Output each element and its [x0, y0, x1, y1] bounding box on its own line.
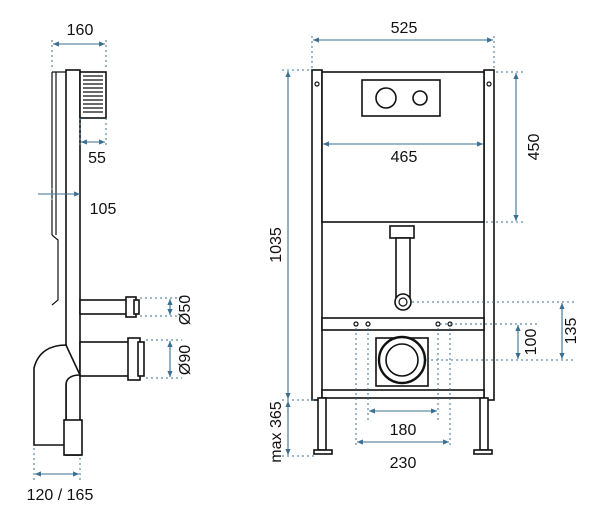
- dim-label-inner-width: 465: [391, 149, 418, 166]
- frame-foot-left: [313, 449, 333, 455]
- frame-post-left: [311, 69, 323, 401]
- frame-crossbar: [321, 317, 485, 331]
- frame-leg-right: [479, 397, 489, 451]
- dim-label-bottom-offset: 120 / 165: [27, 487, 94, 504]
- side-threaded-head: [79, 71, 107, 119]
- flush-button-large: [375, 87, 397, 109]
- frame-bottom-bar: [321, 389, 485, 399]
- flush-plate: [361, 79, 441, 117]
- dim-label-overall-width: 525: [391, 20, 418, 37]
- dim-label-outlet-height-lower: 100: [523, 329, 540, 356]
- side-large-pipe: [79, 337, 145, 381]
- dim-label-top-width: 160: [67, 22, 94, 39]
- frame-leg-left: [317, 397, 327, 451]
- dim-label-stud-spacing-outer: 230: [390, 455, 417, 472]
- frame-post-right: [483, 69, 495, 401]
- front-view: 525 465 450 1035 max 365 135 100 180: [268, 20, 580, 472]
- dim-label-cistern-height: 450: [526, 134, 543, 161]
- flush-pipe-bend: [394, 293, 412, 311]
- dim-label-frame-depth: 105: [90, 201, 117, 218]
- dim-label-stud-spacing-inner: 180: [390, 422, 417, 439]
- side-main-post: [65, 69, 81, 456]
- drain-outlet-hole: [385, 343, 419, 377]
- dim-label-small-pipe: Ø50: [177, 295, 194, 325]
- flush-button-small: [412, 90, 428, 106]
- flush-pipe-connector: [389, 225, 415, 239]
- dim-label-outlet-height-upper: 135: [563, 318, 580, 345]
- dim-label-leg-extension: max 365: [268, 401, 285, 462]
- flush-pipe: [395, 237, 411, 299]
- frame-foot-right: [473, 449, 493, 455]
- dim-label-large-pipe: Ø90: [177, 345, 194, 375]
- side-view: 160 55 105 Ø50 Ø90 120 / 165: [27, 22, 194, 504]
- side-small-pipe: [79, 296, 140, 318]
- dim-label-overall-height: 1035: [268, 227, 285, 263]
- side-cistern-outline: [51, 234, 59, 306]
- side-foot: [63, 419, 83, 456]
- dim-label-thread-depth: 55: [88, 150, 106, 167]
